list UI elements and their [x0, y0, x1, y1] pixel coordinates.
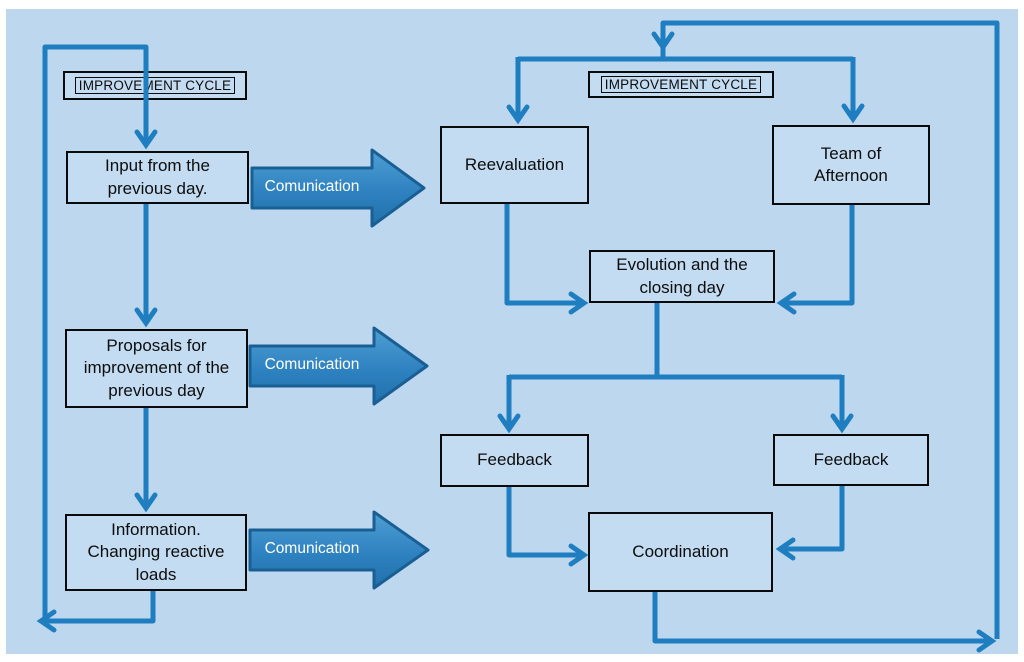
improvement-cycle-label-left: IMPROVEMENT CYCLE [63, 71, 247, 100]
node-proposals-improvement: Proposals for improvement of the previou… [65, 329, 248, 408]
node-coordination: Coordination [588, 512, 773, 592]
node-information-changing-loads: Information. Changing reactive loads [65, 514, 247, 591]
node-team-of-afternoon: Team of Afternoon [772, 125, 930, 205]
node-evolution-closing-day: Evolution and the closing day [589, 250, 775, 303]
improvement-cycle-label-right: IMPROVEMENT CYCLE [588, 71, 774, 98]
node-feedback-right: Feedback [773, 434, 929, 486]
improvement-cycle-label-right-text: IMPROVEMENT CYCLE [600, 76, 762, 93]
node-feedback-left: Feedback [440, 434, 589, 487]
node-reevaluation: Reevaluation [440, 126, 589, 204]
improvement-cycle-label-left-text: IMPROVEMENT CYCLE [74, 77, 236, 94]
node-input-previous-day: Input from the previous day. [66, 151, 249, 204]
